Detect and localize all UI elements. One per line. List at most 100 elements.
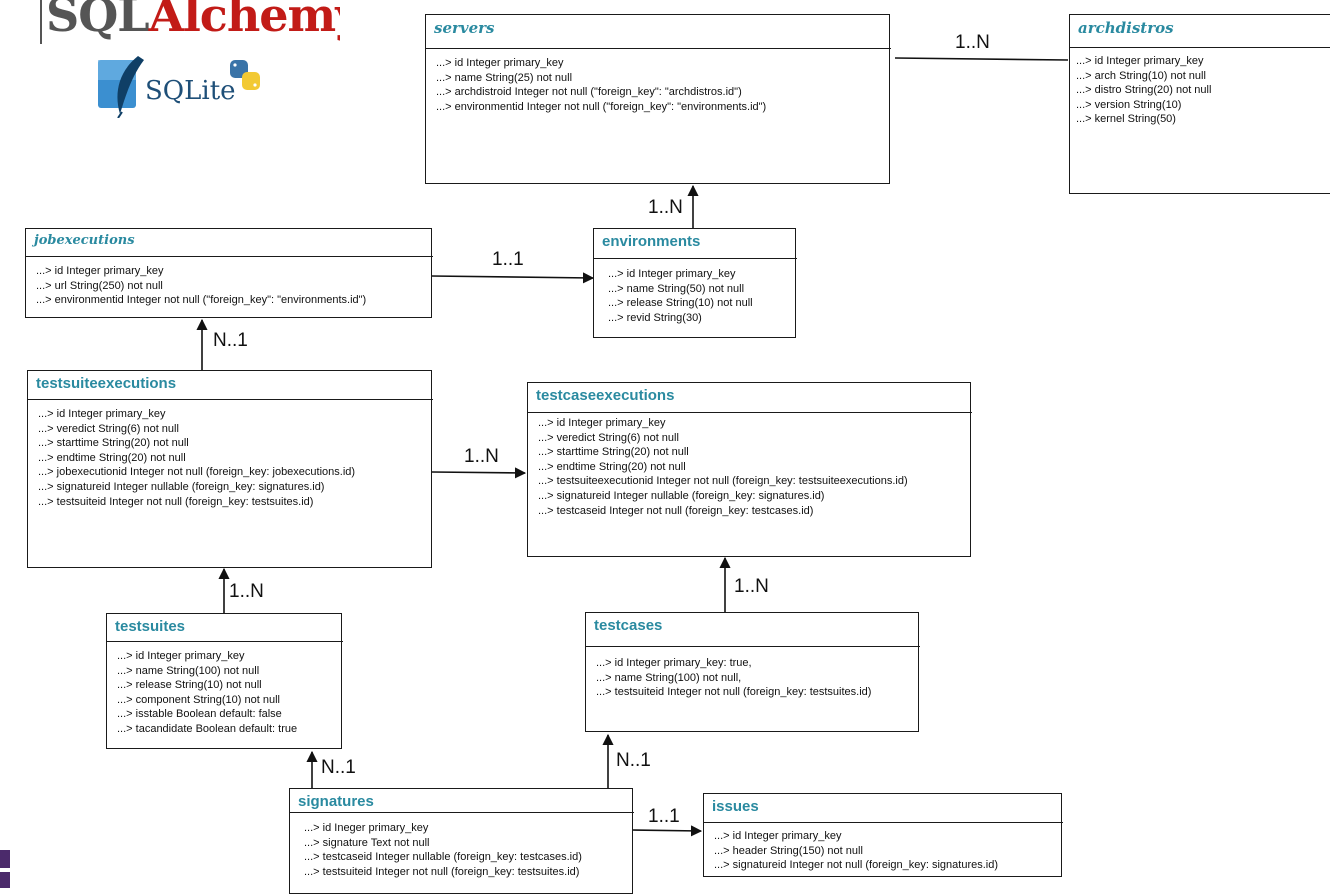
table-archdistros: archdistros ...> id Integer primary_key … — [1069, 14, 1330, 194]
field-row: ...> id Integer primary_key — [538, 417, 666, 429]
connector-servers-archdistros — [894, 57, 1069, 61]
field-row: ...> endtime String(20) not null — [38, 451, 186, 464]
connector-testsuiteexecutions-testcaseexecutions — [431, 467, 527, 479]
field-row: ...> environmentid Integer not null ("fo… — [436, 100, 767, 113]
table-title: archdistros — [1078, 19, 1174, 37]
field-list: ...> id Integer primary_key ...> name St… — [117, 649, 297, 737]
field-row: ...> signatureid Integer not null (forei… — [714, 859, 999, 872]
table-jobexecutions: jobexecutions ...> id Integer primary_ke… — [25, 228, 433, 318]
relationship-label-testsuites-testsuiteexecutions: 1..N — [229, 581, 264, 602]
relationship-label-signatures-testcases: N..1 — [616, 750, 651, 771]
field-row: ...> id Integer primary_key — [1076, 55, 1204, 67]
table-title: testcaseexecutions — [536, 387, 675, 404]
relationship-label-signatures-issues: 1..1 — [648, 806, 680, 827]
relationship-label-testsuiteexecutions-testcaseexecutions: 1..N — [464, 446, 499, 467]
table-title: environments — [602, 233, 701, 250]
sqlalchemy-logo-text: SQLAlchemy — [46, 0, 340, 42]
table-testcaseexecutions: testcaseexecutions ...> id Integer prima… — [527, 382, 972, 557]
edge-fragment — [0, 850, 10, 888]
field-row: ...> id Integer primary_key: true, — [596, 657, 752, 669]
field-row: ...> signatureid Integer nullable (forei… — [38, 480, 325, 493]
relationship-label-signatures-testsuites: N..1 — [321, 757, 356, 778]
sqlalchemy-logo: SQLAlchemy — [40, 0, 340, 44]
field-row: ...> url String(250) not null — [36, 279, 163, 292]
relationship-label-environments-servers: 1..N — [648, 197, 683, 218]
title-divider — [594, 258, 797, 259]
field-row: ...> veredict String(6) not null — [38, 422, 179, 435]
field-row: ...> testsuiteid Integer not null (forei… — [596, 686, 872, 699]
field-list: ...> id Ineger primary_key ...> signatur… — [304, 821, 582, 879]
field-row: ...> id Integer primary_key — [117, 650, 245, 662]
field-row: ...> signatureid Integer nullable (forei… — [538, 489, 825, 502]
field-row: ...> testcaseid Integer nullable (foreig… — [304, 851, 582, 864]
field-row: ...> id Ineger primary_key — [304, 822, 429, 834]
field-row: ...> archdistroid Integer not null ("for… — [436, 86, 742, 99]
field-row: ...> id Integer primary_key — [714, 830, 842, 842]
relationship-label-testsuiteexecutions-jobexecutions: N..1 — [213, 330, 248, 351]
field-row: ...> version String(10) — [1076, 98, 1182, 111]
field-row: ...> testsuiteid Integer not null (forei… — [38, 495, 314, 508]
field-list: ...> id Integer primary_key: true, ...> … — [596, 656, 871, 700]
field-row: ...> id Integer primary_key — [608, 268, 736, 280]
field-row: ...> distro String(20) not null — [1076, 84, 1212, 97]
connector-signatures-issues — [631, 825, 703, 837]
sqlalchemy-logo-bar — [40, 0, 42, 44]
field-list: ...> id Integer primary_key ...> header … — [714, 829, 998, 873]
field-list: ...> id Integer primary_key ...> veredic… — [538, 416, 908, 518]
field-row: ...> signature Text not null — [304, 836, 430, 849]
table-title: servers — [434, 19, 495, 37]
field-row: ...> id Integer primary_key — [38, 408, 166, 420]
table-testsuites: testsuites ...> id Integer primary_key .… — [106, 613, 343, 749]
table-title: testsuiteexecutions — [36, 375, 177, 392]
field-row: ...> tacandidate Boolean default: true — [117, 722, 298, 735]
field-row: ...> header String(150) not null — [714, 844, 863, 857]
field-row: ...> name String(100) not null, — [596, 671, 742, 684]
relationship-label-testcases-testcaseexecutions: 1..N — [734, 576, 769, 597]
sqlalchemy-logo-sql: SQL — [46, 0, 150, 42]
title-divider — [290, 812, 634, 813]
table-testcases: testcases ...> id Integer primary_key: t… — [585, 612, 920, 732]
table-signatures: signatures ...> id Ineger primary_key ..… — [289, 788, 634, 894]
table-title: jobexecutions — [34, 233, 135, 248]
table-title: testcases — [594, 617, 663, 634]
field-row: ...> kernel String(50) — [1076, 113, 1176, 126]
field-row: ...> starttime String(20) not null — [538, 446, 689, 459]
title-divider — [1070, 47, 1330, 48]
field-row: ...> arch String(10) not null — [1076, 69, 1206, 82]
field-row: ...> testcaseid Integer not null (foreig… — [538, 504, 814, 517]
table-environments: environments ...> id Integer primary_key… — [593, 228, 797, 338]
field-list: ...> id Integer primary_key ...> name St… — [608, 267, 753, 325]
title-divider — [107, 641, 343, 642]
field-row: ...> name String(25) not null — [436, 71, 573, 84]
sqlite-feather-icon — [98, 56, 260, 119]
field-row: ...> environmentid Integer not null ("fo… — [36, 294, 367, 307]
connector-jobexecutions-environments — [430, 272, 595, 284]
field-row: ...> revid String(30) — [608, 311, 702, 324]
field-list: ...> id Integer primary_key ...> veredic… — [38, 407, 355, 509]
field-list: ...> id Integer primary_key ...> url Str… — [36, 264, 366, 308]
title-divider — [28, 399, 433, 400]
field-list: ...> id Integer primary_key ...> name St… — [436, 56, 766, 114]
field-row: ...> release String(10) not null — [117, 679, 262, 692]
field-row: ...> isstable Boolean default: false — [117, 708, 282, 721]
field-row: ...> component String(10) not null — [117, 693, 280, 706]
sqlite-logo: SQLite — [98, 54, 272, 119]
field-row: ...> name String(100) not null — [117, 664, 260, 677]
field-row: ...> starttime String(20) not null — [38, 437, 189, 450]
title-divider — [426, 48, 891, 49]
table-title: testsuites — [115, 618, 186, 635]
table-title: signatures — [298, 793, 374, 810]
relationship-label-servers-archdistros: 1..N — [955, 32, 990, 53]
sqlalchemy-logo-alchemy: Alchemy — [148, 0, 340, 42]
title-divider — [586, 646, 920, 647]
field-list: ...> id Integer primary_key ...> arch St… — [1076, 54, 1211, 127]
table-testsuiteexecutions: testsuiteexecutions ...> id Integer prim… — [27, 370, 433, 568]
field-row: ...> jobexecutionid Integer not null (fo… — [38, 466, 356, 479]
field-row: ...> endtime String(20) not null — [538, 460, 686, 473]
table-issues: issues ...> id Integer primary_key ...> … — [703, 793, 1063, 877]
title-divider — [26, 256, 433, 257]
field-row: ...> id Integer primary_key — [36, 265, 164, 277]
field-row: ...> release String(10) not null — [608, 297, 753, 310]
field-row: ...> testsuiteexecutionid Integer not nu… — [538, 475, 908, 488]
title-divider — [528, 412, 972, 413]
